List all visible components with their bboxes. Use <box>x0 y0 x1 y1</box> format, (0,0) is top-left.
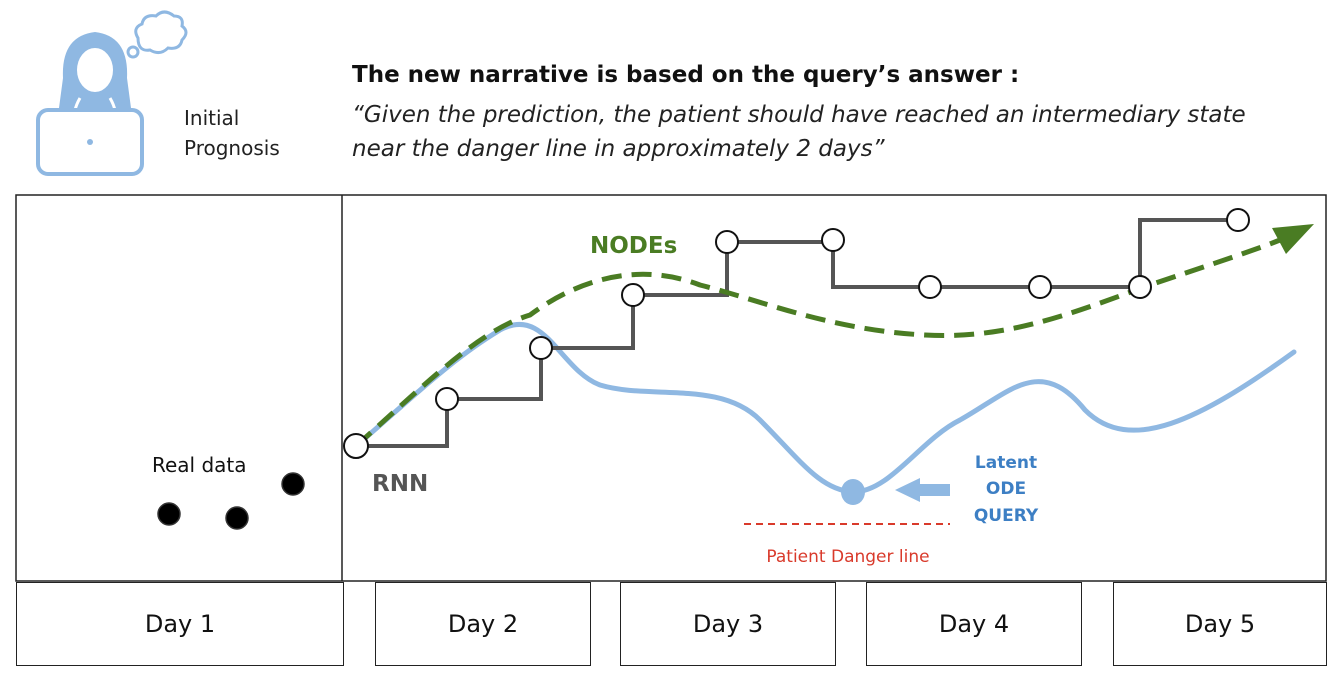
rnn-node <box>343 433 369 459</box>
rnn-node <box>435 387 459 411</box>
nodes-label: NODEs <box>590 233 677 259</box>
day-box-4: Day 4 <box>866 582 1082 666</box>
rnn-node <box>1128 275 1152 299</box>
rnn-node <box>821 228 845 252</box>
day-box-2: Day 2 <box>375 582 591 666</box>
day-box-1: Day 1 <box>16 582 344 666</box>
latent-label-1: Latent <box>975 453 1037 473</box>
rnn-node <box>918 275 942 299</box>
query-arrow <box>895 478 950 502</box>
doctor-laptop-icon <box>36 10 188 176</box>
icon-caption: Initial Prognosis <box>184 103 280 163</box>
rnn-node <box>1028 275 1052 299</box>
narrative-heading: The new narrative is based on the query’… <box>352 62 1020 88</box>
icon-caption-line1: Initial <box>184 106 240 130</box>
day-box-3: Day 3 <box>620 582 836 666</box>
icon-caption-line2: Prognosis <box>184 136 280 160</box>
diagram-frame <box>15 194 1327 582</box>
rnn-node <box>529 336 553 360</box>
latent-label-3: QUERY <box>974 506 1039 526</box>
latent-label-2: ODE <box>986 479 1026 499</box>
real-data-point <box>225 506 249 530</box>
latent-ode-curve <box>353 321 1297 495</box>
rnn-step-line <box>356 218 1238 448</box>
narrative-quote: “Given the prediction, the patient shoul… <box>352 98 1342 166</box>
latent-query-point <box>841 479 865 505</box>
nodes-arrowhead <box>1272 224 1314 254</box>
day-box-5: Day 5 <box>1113 582 1327 666</box>
real-data-point <box>157 502 181 526</box>
quote-line-1: “Given the prediction, the patient shoul… <box>352 102 1246 128</box>
rnn-label: RNN <box>372 471 428 497</box>
rnn-node <box>621 283 645 307</box>
nodes-curve <box>354 237 1281 448</box>
danger-label: Patient Danger line <box>766 547 929 567</box>
quote-line-2: near the danger line in approximately 2 … <box>352 136 885 162</box>
rnn-node <box>715 230 739 254</box>
real-data-label: Real data <box>152 453 247 477</box>
rnn-node <box>1226 208 1250 232</box>
real-data-point <box>281 472 305 496</box>
